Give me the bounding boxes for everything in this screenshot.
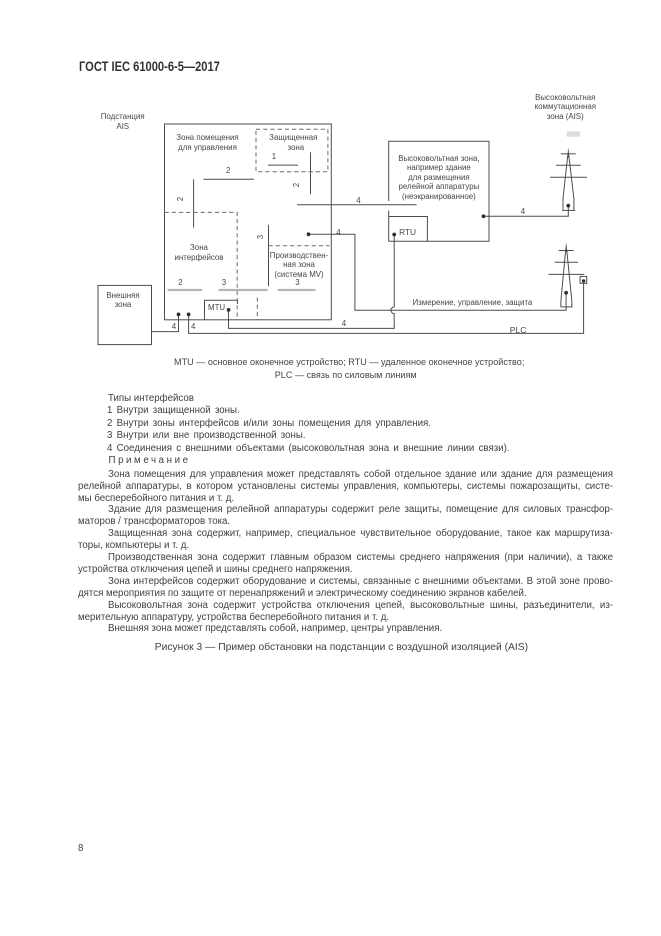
page-number: 8 bbox=[78, 842, 84, 854]
connection-dots bbox=[176, 203, 586, 317]
legend-line-1: MTU — основное оконечное устройство; RTU… bbox=[173, 357, 525, 368]
note-line: релейной аппаратуры, в котором установле… bbox=[78, 480, 613, 492]
num-1-protected: 1 bbox=[271, 151, 277, 161]
interface-types-heading: Типы интерфейсов bbox=[108, 392, 194, 404]
rtu-box bbox=[388, 216, 428, 242]
note-line: Защищенная зона содержит, например, спец… bbox=[108, 528, 613, 540]
note-line: Производственная зона содержит главным о… bbox=[108, 552, 613, 563]
interface-type-item: 2 Внутри зоны интерфейсов и/или зоны пом… bbox=[107, 417, 431, 429]
interfaces-zone-dashed bbox=[164, 211, 238, 320]
note-line: Зона помещения для управления может пред… bbox=[108, 468, 613, 480]
num-3-gray-b: 3 bbox=[295, 278, 300, 288]
note-line: Зона интерфейсов содержит оборудование и… bbox=[108, 575, 613, 587]
note-line: маторов / трансформаторов тока. bbox=[78, 516, 231, 528]
conn-plc bbox=[188, 283, 585, 334]
num-3-gray-a: 3 bbox=[221, 278, 227, 288]
note-line: Здание для размещения релейной аппаратур… bbox=[108, 504, 613, 516]
num-4-hv-line: 4 bbox=[356, 195, 361, 205]
note-line: дятся мероприятия по защите от перенапря… bbox=[78, 587, 527, 599]
num-4-tower1: 4 bbox=[520, 207, 526, 217]
transmission-tower-1 bbox=[550, 147, 587, 211]
note-line: устройства отключения цепей и шины средн… bbox=[78, 563, 353, 575]
conn-production-tower2 bbox=[308, 233, 567, 311]
num-3-rotated: 3 bbox=[256, 234, 266, 240]
conn-hv-tower1 bbox=[483, 205, 569, 217]
conn-rtu-mtu bbox=[228, 234, 395, 329]
note-line: мы бесперебойного питания и т. д. bbox=[78, 492, 235, 504]
label-production-zone: Производствен-ная зона(система MV) bbox=[269, 250, 329, 279]
label-rtu: RTU bbox=[399, 226, 416, 237]
external-zone-box bbox=[97, 284, 152, 346]
substation-box bbox=[164, 123, 332, 321]
num-2-top: 2 bbox=[225, 166, 231, 176]
note-line: Высоковольтная зона содержит устройства … bbox=[108, 599, 613, 611]
num-2-gray: 2 bbox=[178, 278, 183, 288]
figure-caption: Рисунок 3 — Пример обстановки на подстан… bbox=[154, 641, 529, 653]
transmission-tower-2 bbox=[548, 242, 585, 308]
label-mtu: MTU bbox=[208, 303, 226, 313]
interface-type-item: 1 Внутри защищенной зоны. bbox=[107, 405, 240, 417]
note-line: мерительную аппаратуру, устройства беспе… bbox=[78, 611, 390, 623]
gray-artifact bbox=[566, 131, 580, 137]
interface-type-item: 4 Соединения с внешними объектами (высок… bbox=[107, 442, 510, 454]
num-4-rtu-mtu: 4 bbox=[341, 318, 347, 328]
label-plc: PLC bbox=[509, 324, 527, 335]
note-heading: Примечание bbox=[108, 455, 191, 467]
num-4-external-a: 4 bbox=[171, 321, 177, 331]
legend-line-2: PLC — связь по силовым линиям bbox=[274, 369, 417, 380]
page-header: ГОСТ IEC 61000-6-5—2017 bbox=[78, 59, 220, 75]
hv-zone-box bbox=[388, 140, 490, 242]
note-line: торы, компьютеры и т. д. bbox=[78, 540, 190, 552]
conn-external bbox=[151, 314, 179, 333]
interface-type-item: 3 Внутри или вне производственной зоны. bbox=[107, 430, 306, 442]
num-2-rotated-right: 2 bbox=[292, 182, 302, 187]
num-4-production: 4 bbox=[336, 228, 341, 238]
plc-coupler-box bbox=[579, 275, 588, 284]
note-line: Внешняя зона может представлять собой, н… bbox=[108, 623, 443, 635]
label-measurement: Измерение, управление, защита bbox=[412, 297, 533, 307]
num-4-external-b: 4 bbox=[190, 321, 196, 331]
num-2-rotated-left: 2 bbox=[175, 196, 185, 201]
